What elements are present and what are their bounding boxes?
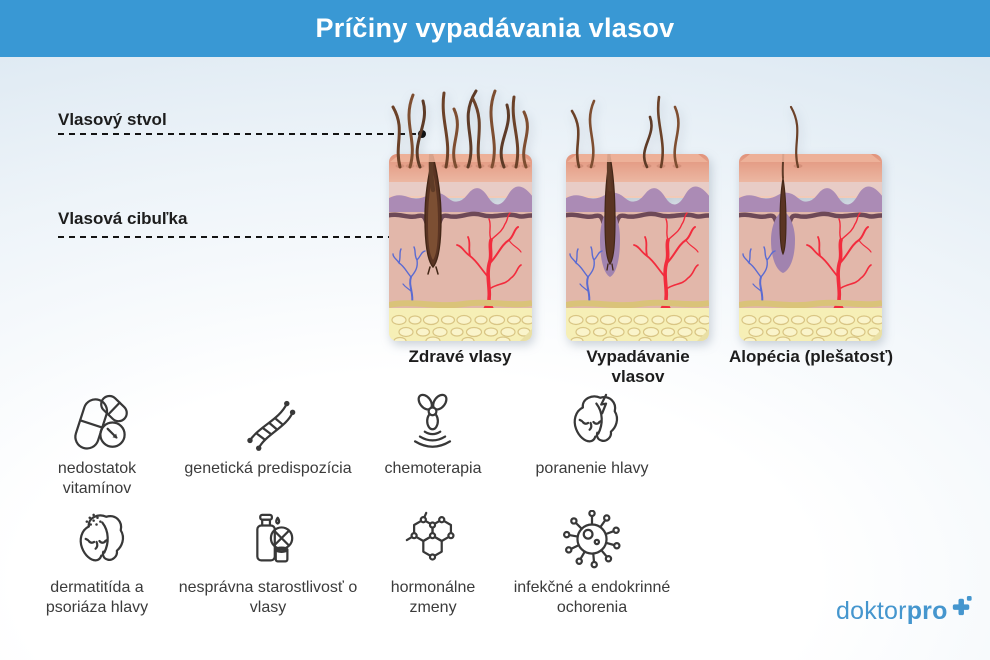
logo-text: doktor: [836, 597, 907, 625]
cause-label: chemoterapia: [384, 460, 482, 477]
label-hair-bulb: Vlasová cibuľka: [58, 209, 188, 228]
head-injury-icon: [561, 391, 623, 453]
skin-illustration-alopecia: [738, 70, 883, 342]
pills-icon: [66, 391, 128, 453]
cause-label: hormonálne zmeny: [390, 579, 476, 616]
molecule-icon: [402, 510, 464, 572]
radiation-icon: [402, 391, 464, 453]
cause-label: nesprávna starostlivosť o vlasy: [178, 579, 358, 616]
cause-improper-hair-care: nesprávna starostlivosť o vlasy: [177, 510, 359, 617]
cause-dermatitis-psoriasis: dermatitída a psoriáza hlavy: [30, 510, 165, 617]
stage-caption-healthy: Zdravé vlasy: [408, 347, 512, 366]
cause-label: nedostatok vitamínov: [57, 460, 137, 497]
plus-icon: [952, 596, 972, 616]
cause-label: infekčné a endokrinné ochorenia: [513, 579, 671, 616]
cause-genetic-predisposition: genetická predispozícia: [184, 391, 352, 479]
cause-infectious-endocrine: infekčné a endokrinné ochorenia: [493, 509, 691, 617]
cause-label: dermatitída a psoriáza hlavy: [45, 579, 149, 616]
cause-hormonal-changes: hormonálne zmeny: [377, 510, 489, 617]
dna-icon: [237, 391, 299, 453]
dermatitis-icon: [66, 510, 128, 572]
logo-text-bold: pro: [906, 597, 948, 625]
page-title: Príčiny vypadávania vlasov: [315, 13, 675, 43]
cause-vitamin-deficiency: nedostatok vitamínov: [41, 391, 153, 498]
cause-label: poranenie hlavy: [535, 460, 649, 477]
header-bar: Príčiny vypadávania vlasov: [0, 0, 990, 57]
skin-illustration-hair-loss: [565, 70, 710, 342]
cause-chemotherapy: chemoterapia: [384, 391, 482, 479]
cause-head-injury: poranenie hlavy: [535, 391, 649, 479]
cause-label: genetická predispozícia: [184, 460, 352, 477]
stage-caption-alopecia: Alopécia (plešatosť): [728, 347, 893, 366]
virus-icon: [561, 509, 623, 572]
label-hair-shaft: Vlasový stvol: [58, 110, 167, 129]
callout-dot-hair-shaft: [418, 130, 426, 138]
callout-line-hair-bulb: [58, 236, 432, 238]
stage-caption-hair-loss: Vypadávanie vlasov: [586, 347, 690, 387]
hair-care-icon: [237, 510, 299, 572]
skin-illustration-healthy: [388, 70, 533, 342]
callout-line-hair-shaft: [58, 133, 420, 135]
